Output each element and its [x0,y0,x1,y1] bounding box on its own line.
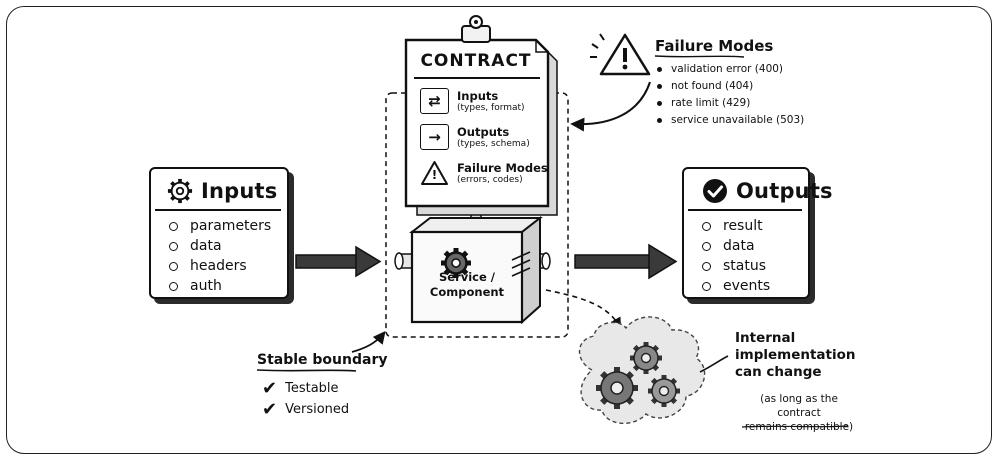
component-gear-icon [441,248,471,278]
warning-triangle-icon [590,33,651,76]
warning-icon: ! [420,160,449,186]
contract-row-title: Outputs [457,124,510,139]
list-item: headers [169,256,271,276]
contract-row-subtitle: (types, format) [457,102,525,113]
failure-modes-title: Failure Modes [655,37,774,55]
contract-rows: ⇄ Inputs (types, format) → Outputs (type… [420,86,550,196]
arrow-right-icon: → [420,124,449,150]
failure-modes-underline [654,55,745,58]
swap-arrows-icon: ⇄ [420,88,449,114]
failure-modes-list: validation error (400) not found (404) r… [657,61,804,129]
component-label: Service / Component [429,270,505,299]
list-item: validation error (400) [657,61,804,78]
internal-underline [741,425,849,428]
list-item: status [702,256,770,276]
clipboard-fold [535,40,548,53]
outputs-card-title: Outputs [736,179,833,203]
component-cube [409,215,543,325]
list-item: data [169,236,271,256]
cloud-gear-large-icon [596,367,638,409]
stable-boundary-list: ✔Testable ✔Versioned [262,378,349,420]
internal-cloud [578,316,706,424]
input-flow-arrow [295,245,382,278]
contract-title: CONTRACT [420,51,532,71]
contract-row-failure-modes: ! Failure Modes (errors, codes) [420,160,548,186]
list-item: not found (404) [657,78,804,95]
internal-label-connector [699,355,729,373]
internal-implementation-note: (as long as the contract remains compati… [744,393,854,433]
cloud-gear-top-icon [630,342,662,374]
list-item: parameters [169,216,271,236]
inputs-list: parameters data headers auth [169,216,271,296]
contract-row-outputs: → Outputs (types, schema) [420,124,530,150]
outputs-card-divider [688,209,802,211]
list-item: data [702,236,770,256]
gear-icon [167,178,193,204]
inputs-card: Inputs parameters data headers auth [149,167,289,299]
clipboard-clip-icon [461,15,491,43]
failure-modes-arrow [570,81,651,132]
clipboard-paper [404,38,550,208]
contract-row-inputs: ⇄ Inputs (types, format) [420,88,525,114]
check-circle-icon [703,179,727,203]
outputs-card-header: Outputs [702,178,833,204]
contract-row-title: Failure Modes [457,160,548,175]
inputs-card-title: Inputs [201,179,278,203]
list-item: events [702,276,770,296]
stable-boundary-underline [256,369,357,372]
inputs-card-divider [155,209,281,211]
list-item: service unavailable (503) [657,112,804,129]
list-item: ✔Versioned [262,399,350,420]
inputs-card-header: Inputs [167,178,277,204]
contract-row-subtitle: (errors, codes) [457,174,523,185]
diagram-frame [6,6,992,454]
stable-boundary-title: Stable boundary [257,352,388,368]
list-item: rate limit (429) [657,95,804,112]
list-item: auth [169,276,271,296]
internal-implementation-label: Internal implementation can change [735,330,856,380]
internal-change-arrow [545,289,622,329]
stable-boundary-arrow [351,331,386,353]
checkmark-icon: ✔ [262,378,278,399]
list-item: ✔Testable [262,378,339,399]
outputs-card: Outputs result data status events [682,167,833,299]
list-item: result [702,216,770,236]
contract-row-title: Inputs [457,88,499,103]
cloud-gear-right-icon [648,375,680,407]
checkmark-icon: ✔ [262,399,278,420]
output-flow-arrow [574,243,678,280]
contract-divider [414,77,540,79]
outputs-list: result data status events [702,216,770,296]
contract-row-subtitle: (types, schema) [457,138,530,149]
